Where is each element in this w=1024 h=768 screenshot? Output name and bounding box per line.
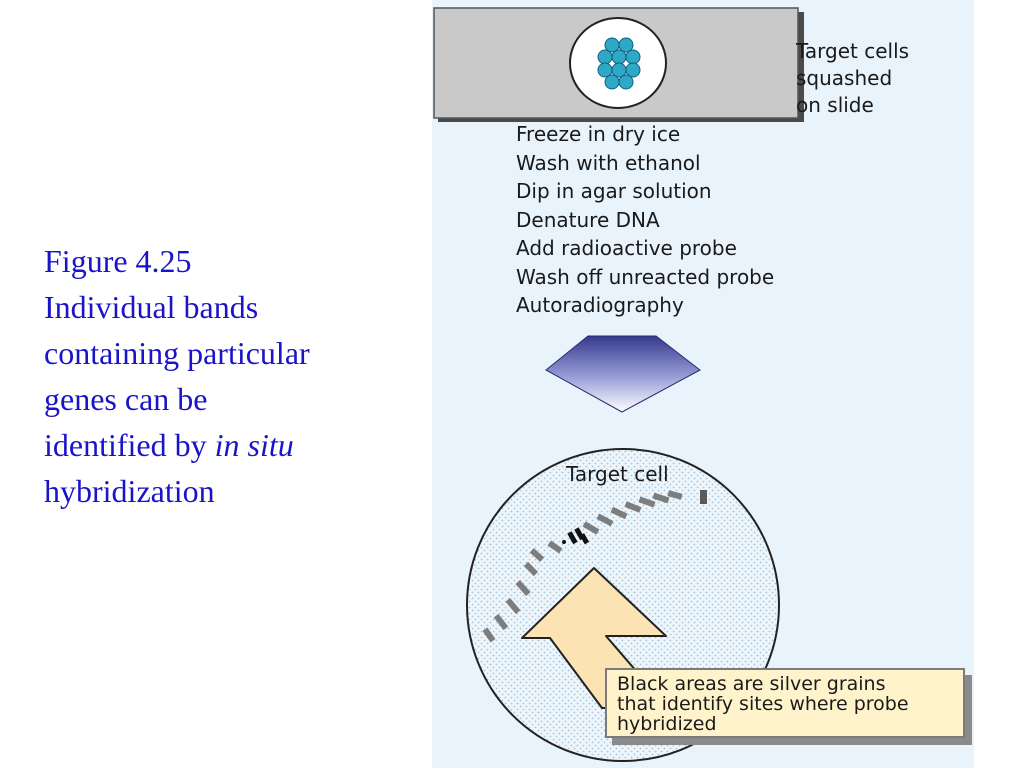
down-arrow-icon xyxy=(545,335,701,413)
caption-line-4: identified by in situ xyxy=(44,422,404,468)
procedure-step: Add radioactive probe xyxy=(516,236,737,260)
slide-label: Target cells squashed on slide xyxy=(796,38,909,119)
target-cells-cluster xyxy=(597,37,641,90)
slide-label-line: on slide xyxy=(796,93,874,117)
figure-number: Figure 4.25 xyxy=(44,243,192,279)
hybridization-diagram: Target cells squashed on slide Freeze in… xyxy=(432,0,974,768)
procedure-steps: Freeze in dry ice Wash with ethanol Dip … xyxy=(516,120,774,320)
procedure-step: Freeze in dry ice xyxy=(516,122,681,146)
silver-grains-note: Black areas are silver grains that ident… xyxy=(605,668,965,738)
caption-line-2: containing particular xyxy=(44,335,310,371)
caption-line-3: genes can be xyxy=(44,381,208,417)
note-line: Black areas are silver grains xyxy=(617,673,886,695)
procedure-step: Wash off unreacted probe xyxy=(516,264,775,289)
figure-caption: Figure 4.25 Individual bands containing … xyxy=(44,238,404,514)
procedure-step: Denature DNA xyxy=(516,207,660,232)
caption-line-4-prefix: identified by xyxy=(44,427,215,463)
procedure-step: Wash with ethanol xyxy=(516,150,701,175)
caption-in-situ: in situ xyxy=(214,427,294,463)
note-line: hybridized xyxy=(617,713,717,735)
slide-label-line: squashed xyxy=(796,66,893,90)
note-line: that identify sites where probe xyxy=(617,693,909,715)
target-cell-label: Target cell xyxy=(566,462,669,486)
silver-grains xyxy=(562,527,590,545)
chromosome-bands xyxy=(482,490,707,643)
caption-line-5: hybridization xyxy=(44,473,215,509)
slide-label-line: Target cells xyxy=(796,39,910,63)
procedure-step: Autoradiography xyxy=(516,293,684,317)
procedure-step: Dip in agar solution xyxy=(516,179,712,203)
caption-line-1: Individual bands xyxy=(44,289,259,325)
